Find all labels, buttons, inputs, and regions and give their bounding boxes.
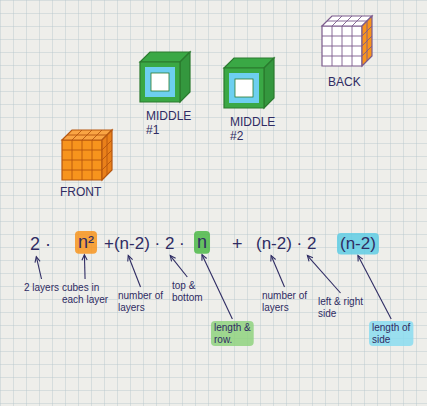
hollow-center bbox=[235, 79, 253, 97]
arrow-head bbox=[35, 257, 40, 263]
edge-ring bbox=[145, 67, 175, 97]
arrow-head bbox=[170, 256, 175, 262]
leader-line bbox=[307, 256, 340, 293]
leader-line bbox=[128, 256, 140, 287]
hollow-center bbox=[151, 73, 169, 91]
leader-group bbox=[35, 255, 391, 319]
highlighter-mark bbox=[75, 231, 97, 254]
annotation-note: number of layers bbox=[262, 290, 312, 313]
highlighter-mark bbox=[337, 233, 379, 255]
highlighter-mark bbox=[194, 231, 210, 254]
annotation-note: left & right side bbox=[318, 296, 368, 319]
formula-term: (n-2) bbox=[340, 234, 376, 254]
annotation-note: length of side bbox=[372, 322, 418, 345]
back-cube bbox=[322, 16, 372, 66]
arrow-head bbox=[307, 256, 313, 262]
edge-ring bbox=[229, 73, 259, 103]
cube-label: MIDDLE #2 bbox=[230, 116, 284, 144]
annotation-note: 2 layers bbox=[24, 282, 60, 294]
leader-line bbox=[84, 255, 86, 279]
leader-line bbox=[271, 256, 284, 287]
cube-label: MIDDLE #1 bbox=[146, 110, 200, 138]
cube-face bbox=[264, 58, 274, 108]
cube-grid bbox=[62, 130, 112, 180]
formula-term: + bbox=[232, 234, 243, 255]
leader-line bbox=[170, 256, 187, 277]
annotation-note: top & bottom bbox=[172, 280, 210, 303]
front-cube bbox=[62, 130, 112, 180]
arrow-head bbox=[82, 255, 87, 260]
formula-term: n bbox=[197, 232, 207, 253]
formula-term: n² bbox=[78, 232, 94, 253]
formula-term: 2 · bbox=[30, 234, 51, 255]
formula-term: (n-2) · 2 bbox=[256, 234, 316, 254]
formula-term: +(n-2) · 2 · bbox=[104, 234, 185, 254]
cube-label: BACK bbox=[328, 76, 361, 90]
cube-face bbox=[224, 68, 264, 108]
cube-face bbox=[180, 52, 190, 102]
highlight-group bbox=[75, 231, 413, 346]
arrow-head bbox=[202, 255, 207, 261]
arrow-head bbox=[128, 256, 133, 262]
annotation-note: length & row. bbox=[214, 322, 258, 345]
arrow-head bbox=[271, 256, 276, 262]
annotation-note: number of layers bbox=[118, 290, 168, 313]
leader-line bbox=[202, 255, 232, 319]
arrow-head bbox=[358, 256, 363, 262]
cube-label: FRONT bbox=[60, 186, 101, 200]
cube-face bbox=[140, 62, 180, 102]
middle-cube bbox=[140, 52, 190, 102]
annotation-note: cubes in each layer bbox=[62, 282, 114, 305]
middle-cube bbox=[224, 58, 274, 108]
cube-grid bbox=[322, 16, 372, 66]
leader-line bbox=[358, 256, 391, 319]
